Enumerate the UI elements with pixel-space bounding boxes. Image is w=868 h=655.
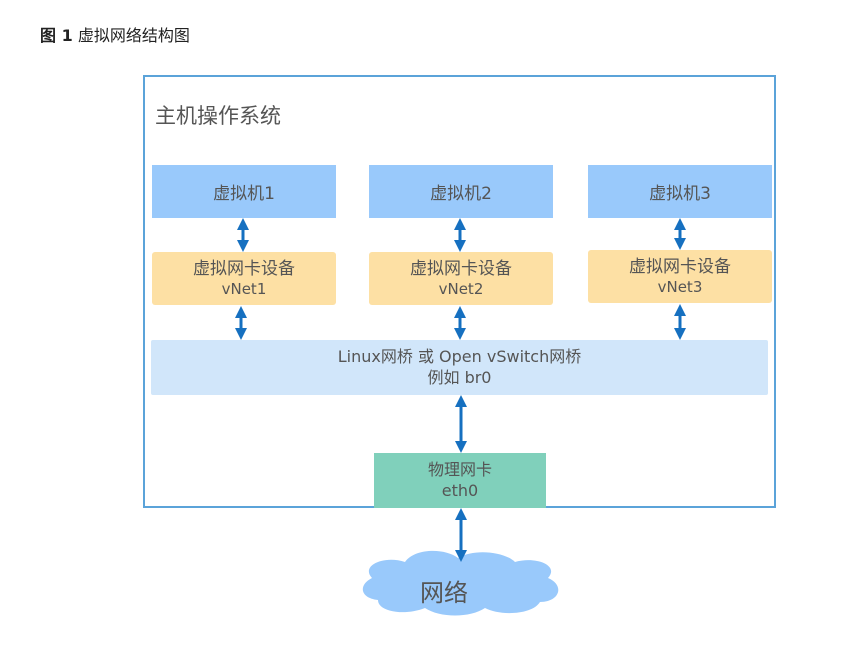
vnic-3-label: 虚拟网卡设备	[629, 256, 731, 277]
vm-3-box: 虚拟机3	[588, 165, 772, 218]
vnic-2-name: vNet2	[438, 279, 484, 298]
bridge-line2: 例如 br0	[427, 367, 492, 387]
bridge-box: Linux网桥 或 Open vSwitch网桥 例如 br0	[151, 340, 768, 395]
cloud-icon	[362, 550, 559, 616]
figure-caption: 图 1 虚拟网络结构图	[40, 22, 190, 46]
vm-2-box: 虚拟机2	[369, 165, 553, 218]
vnic-2-label: 虚拟网卡设备	[410, 258, 512, 279]
vnic-1-box: 虚拟网卡设备 vNet1	[152, 252, 336, 305]
vnic-3-box: 虚拟网卡设备 vNet3	[588, 250, 772, 303]
bridge-line1: Linux网桥 或 Open vSwitch网桥	[337, 346, 582, 366]
vm-2-label: 虚拟机2	[430, 184, 492, 204]
physical-nic-label: 物理网卡	[427, 459, 492, 479]
network-label: 网络	[420, 579, 468, 607]
physical-nic-box: 物理网卡 eth0	[374, 453, 546, 508]
vnic-2-box: 虚拟网卡设备 vNet2	[369, 252, 553, 305]
figure-label: 图 1	[40, 26, 73, 45]
vnic-1-name: vNet1	[221, 279, 267, 298]
vnic-1-label: 虚拟网卡设备	[193, 258, 295, 279]
vnic-3-name: vNet3	[657, 277, 703, 296]
host-os-title: 主机操作系统	[155, 104, 281, 128]
figure-title: 虚拟网络结构图	[77, 26, 190, 45]
vm-1-label: 虚拟机1	[213, 184, 275, 204]
physical-nic-name: eth0	[441, 480, 479, 500]
vm-3-label: 虚拟机3	[649, 184, 711, 204]
vm-1-box: 虚拟机1	[152, 165, 336, 218]
